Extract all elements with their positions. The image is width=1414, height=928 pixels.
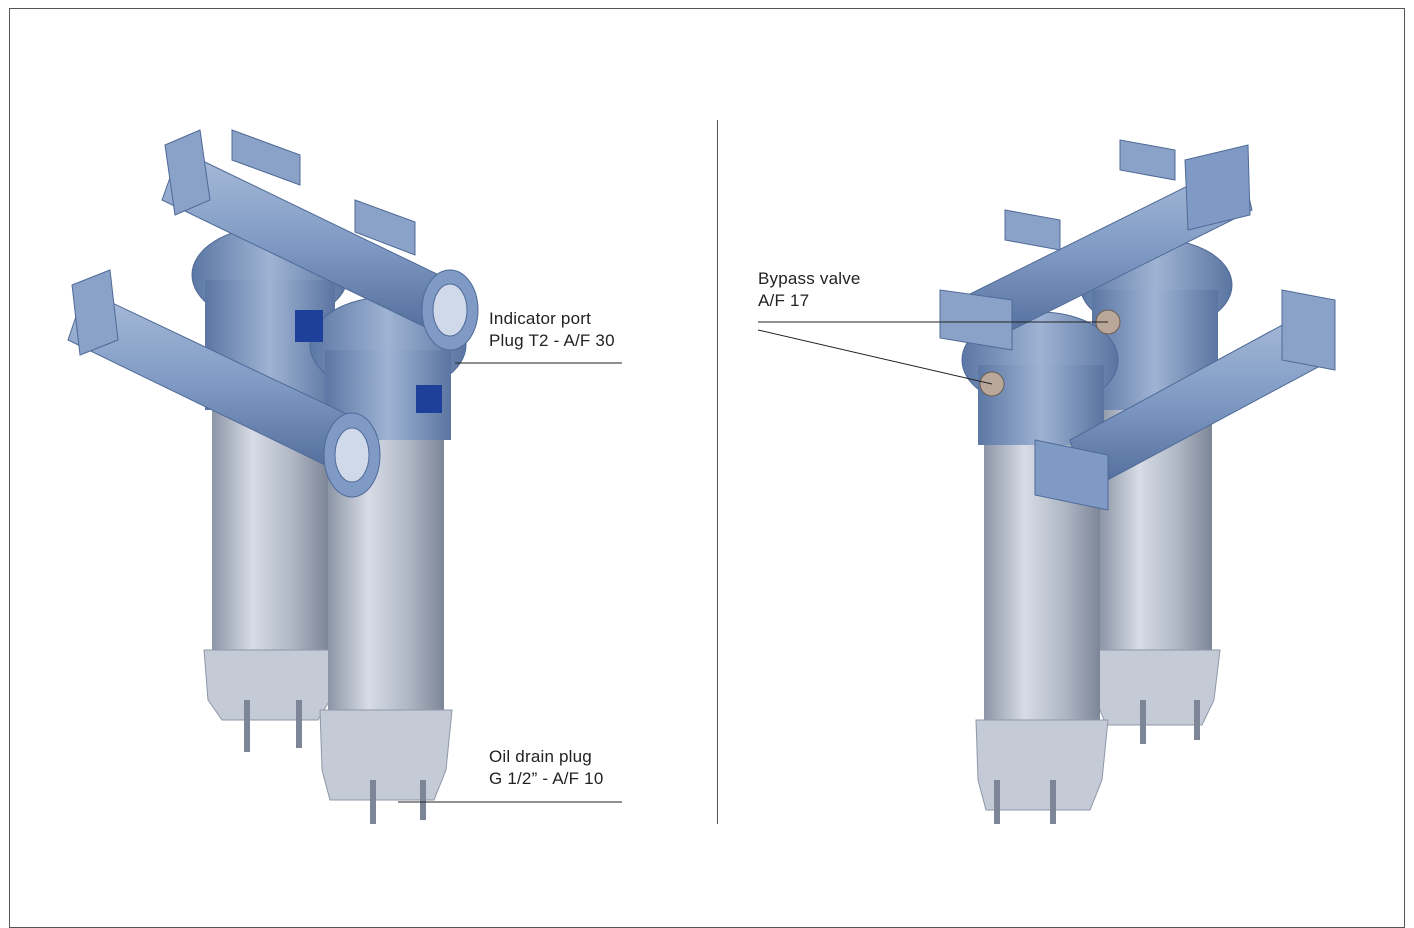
- left-lower-pipe: [67, 269, 381, 498]
- bypass-valve-leader-2: [757, 329, 993, 385]
- indicator-port-title: Indicator port: [489, 309, 592, 328]
- indicator-port-spec: Plug T2 - A/F 30: [489, 331, 615, 350]
- right-upper-pipe: [939, 139, 1253, 351]
- bypass-valve-spec: A/F 17: [758, 291, 810, 310]
- left-back-canister: [203, 410, 337, 752]
- indicator-port-label: Indicator port Plug T2 - A/F 30: [489, 308, 615, 352]
- bypass-valve-label: Bypass valve A/F 17: [758, 268, 861, 312]
- left-upper-pipe: [161, 129, 479, 351]
- oil-drain-spec: G 1/2” - A/F 10: [489, 769, 604, 788]
- right-filter-assembly: [939, 139, 1336, 824]
- left-filter-assembly: [67, 129, 479, 824]
- left-indicator-back: [295, 310, 323, 342]
- view-divider: [717, 120, 718, 824]
- oil-drain-label: Oil drain plug G 1/2” - A/F 10: [489, 746, 604, 790]
- left-front-canister: [319, 440, 453, 824]
- left-indicator-front: [416, 385, 442, 413]
- oil-drain-title: Oil drain plug: [489, 747, 592, 766]
- bypass-valve-title: Bypass valve: [758, 269, 861, 288]
- right-lower-pipe: [1034, 289, 1336, 511]
